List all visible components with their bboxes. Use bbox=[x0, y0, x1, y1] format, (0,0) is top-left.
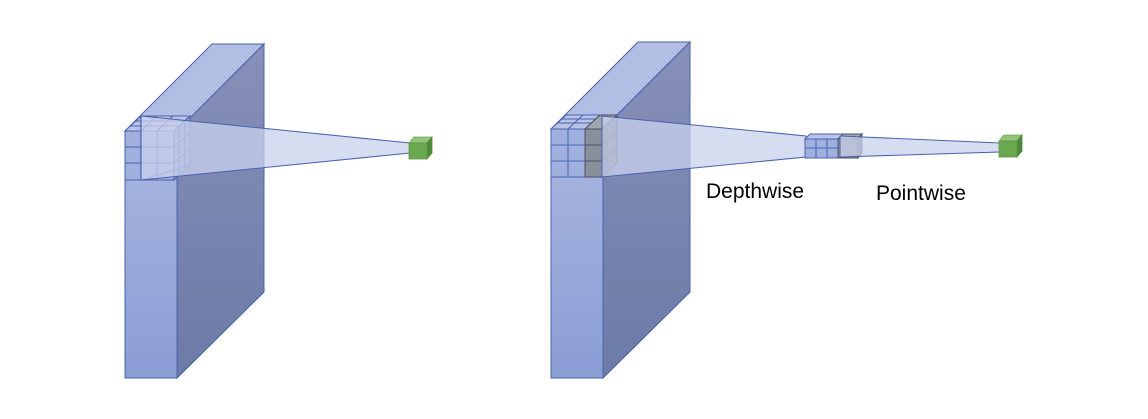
green-cube-icon bbox=[408, 135, 433, 161]
depthwise-label: Depthwise bbox=[706, 180, 805, 203]
projection-cone-left bbox=[140, 115, 411, 181]
pointwise-label: Pointwise bbox=[876, 182, 966, 205]
input-feature-block-left bbox=[123, 42, 266, 380]
standard-convolution-group bbox=[123, 42, 433, 380]
projection-cone-pointwise bbox=[839, 135, 1001, 158]
projection-cone-depthwise bbox=[601, 115, 807, 178]
green-cube-icon bbox=[998, 133, 1023, 159]
input-feature-block-right bbox=[549, 40, 692, 380]
depthwise-separable-group bbox=[549, 40, 1023, 380]
